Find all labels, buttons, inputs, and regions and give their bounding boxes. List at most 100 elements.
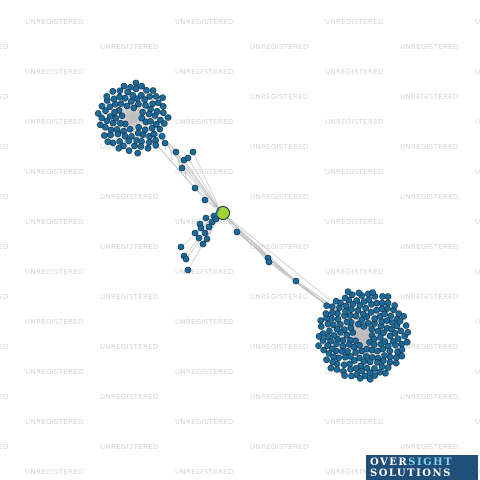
watermark-text: UNREGISTERED bbox=[325, 218, 384, 226]
top-left-cluster-node bbox=[149, 87, 157, 94]
bottom-right-cluster-node bbox=[319, 337, 327, 344]
watermark-text: UNREGISTERED bbox=[100, 293, 159, 301]
watermark-text: UNREGISTERED bbox=[25, 418, 84, 426]
bottom-right-cluster-node bbox=[366, 358, 374, 366]
bottom-right-cluster-node bbox=[404, 328, 412, 336]
top-left-cluster-node bbox=[106, 113, 114, 120]
bottom-right-cluster-node bbox=[400, 313, 408, 320]
watermark-text: UNREGISTERED bbox=[100, 193, 159, 201]
top-left-cluster-node bbox=[150, 130, 158, 138]
top-left-cluster-node bbox=[127, 84, 134, 91]
top-left-cluster-node bbox=[158, 132, 166, 140]
bottom-right-cluster-node bbox=[374, 359, 381, 366]
watermark-text: UNREGISTERED bbox=[250, 343, 309, 351]
bottom-right-cluster-node bbox=[371, 365, 378, 372]
bottom-right-cluster-node bbox=[368, 325, 376, 333]
hub-node bbox=[233, 228, 241, 236]
top-left-cluster-node bbox=[160, 109, 167, 117]
top-left-cluster-node bbox=[147, 118, 154, 125]
top-left-cluster-node bbox=[131, 142, 138, 150]
watermark-text: UNREGISTERED bbox=[475, 68, 480, 76]
watermark-text: UNREGISTERED bbox=[0, 343, 9, 351]
bridge-node bbox=[189, 148, 197, 156]
leaf-node bbox=[184, 266, 192, 274]
top-left-cluster-node bbox=[141, 96, 148, 103]
watermark-text: UNREGISTERED bbox=[100, 343, 159, 351]
watermark-text: UNREGISTERED bbox=[25, 368, 84, 376]
top-left-cluster-node bbox=[103, 117, 111, 125]
top-left-cluster-node bbox=[143, 87, 150, 94]
bridge-edge bbox=[183, 159, 222, 213]
watermark-text: UNREGISTERED bbox=[325, 468, 384, 476]
watermark-text: UNREGISTERED bbox=[100, 243, 159, 251]
bridge-node bbox=[265, 258, 273, 266]
bottom-right-cluster-node bbox=[342, 307, 349, 315]
bottom-right-cluster-node bbox=[380, 357, 387, 364]
watermark-text: UNREGISTERED bbox=[250, 443, 309, 451]
watermark-text: UNREGISTERED bbox=[0, 443, 9, 451]
watermark-text: UNREGISTERED bbox=[175, 168, 234, 176]
watermark-text: UNREGISTERED bbox=[25, 218, 84, 226]
bottom-right-cluster-node bbox=[371, 372, 379, 379]
watermark-text: UNREGISTERED bbox=[100, 43, 159, 51]
leaf-node bbox=[182, 255, 190, 263]
oversight-solutions-logo: OVERSIGHT SOLUTIONS bbox=[366, 455, 478, 480]
bottom-right-cluster-node bbox=[362, 304, 370, 312]
top-left-cluster-edge bbox=[123, 117, 134, 146]
top-left-cluster-node bbox=[107, 131, 114, 139]
bottom-right-cluster-node bbox=[379, 293, 386, 300]
watermark-text: UNREGISTERED bbox=[25, 68, 84, 76]
leaf-node bbox=[202, 214, 210, 222]
bottom-right-cluster-node bbox=[338, 348, 346, 355]
watermark-text: UNREGISTERED bbox=[175, 18, 234, 26]
leaf-node bbox=[177, 243, 185, 251]
bottom-right-cluster-node bbox=[355, 320, 362, 328]
bottom-right-cluster-node bbox=[384, 299, 392, 307]
bottom-right-cluster-node bbox=[339, 342, 347, 350]
watermark-text: UNREGISTERED bbox=[475, 168, 480, 176]
leaf-node bbox=[203, 235, 211, 243]
top-left-cluster-node bbox=[153, 121, 160, 128]
bridge-edge bbox=[220, 211, 331, 301]
bottom-right-cluster-node bbox=[328, 345, 336, 352]
bottom-right-cluster-node bbox=[384, 305, 391, 312]
watermark-text: UNREGISTERED bbox=[475, 418, 480, 426]
watermark-text: UNREGISTERED bbox=[250, 243, 309, 251]
watermark-text: UNREGISTERED bbox=[325, 268, 384, 276]
bottom-right-cluster-node bbox=[381, 310, 388, 318]
top-left-cluster-node bbox=[152, 141, 160, 149]
top-left-cluster-node bbox=[142, 101, 149, 109]
watermark-text: UNREGISTERED bbox=[25, 268, 84, 276]
top-left-cluster-node bbox=[121, 94, 129, 102]
bottom-right-cluster-node bbox=[369, 289, 376, 296]
bottom-right-cluster-node bbox=[324, 320, 332, 328]
top-left-cluster-node bbox=[139, 131, 147, 139]
bottom-right-cluster-node bbox=[332, 297, 340, 305]
top-left-cluster-node bbox=[102, 107, 109, 115]
watermark-text: UNREGISTERED bbox=[25, 118, 84, 126]
top-left-cluster-node bbox=[152, 93, 160, 100]
watermark-text: UNREGISTERED bbox=[400, 443, 459, 451]
top-left-cluster-node bbox=[97, 121, 104, 129]
top-left-cluster-node bbox=[126, 125, 134, 133]
watermark-text: UNREGISTERED bbox=[250, 93, 309, 101]
watermark-text: UNREGISTERED bbox=[325, 68, 384, 76]
leaf-node bbox=[195, 234, 203, 242]
top-left-cluster-node bbox=[160, 120, 168, 127]
top-left-cluster-node bbox=[111, 108, 118, 116]
top-left-cluster-node bbox=[116, 87, 124, 95]
top-left-cluster-node bbox=[116, 138, 123, 145]
bottom-right-cluster-node bbox=[341, 294, 349, 302]
watermark-text: UNREGISTERED bbox=[475, 118, 480, 126]
top-left-cluster-node bbox=[159, 94, 166, 102]
top-left-cluster-node bbox=[118, 112, 126, 120]
watermark-text: UNREGISTERED bbox=[400, 293, 459, 301]
bottom-right-cluster-node bbox=[393, 322, 401, 330]
bottom-right-cluster-node bbox=[315, 333, 323, 340]
bottom-right-cluster-node bbox=[328, 303, 336, 311]
bottom-right-cluster-node bbox=[345, 341, 353, 348]
watermark-text: UNREGISTERED bbox=[325, 418, 384, 426]
leaf-node bbox=[197, 224, 205, 232]
bottom-right-cluster-node bbox=[370, 341, 378, 348]
bottom-right-cluster-node bbox=[342, 302, 350, 310]
